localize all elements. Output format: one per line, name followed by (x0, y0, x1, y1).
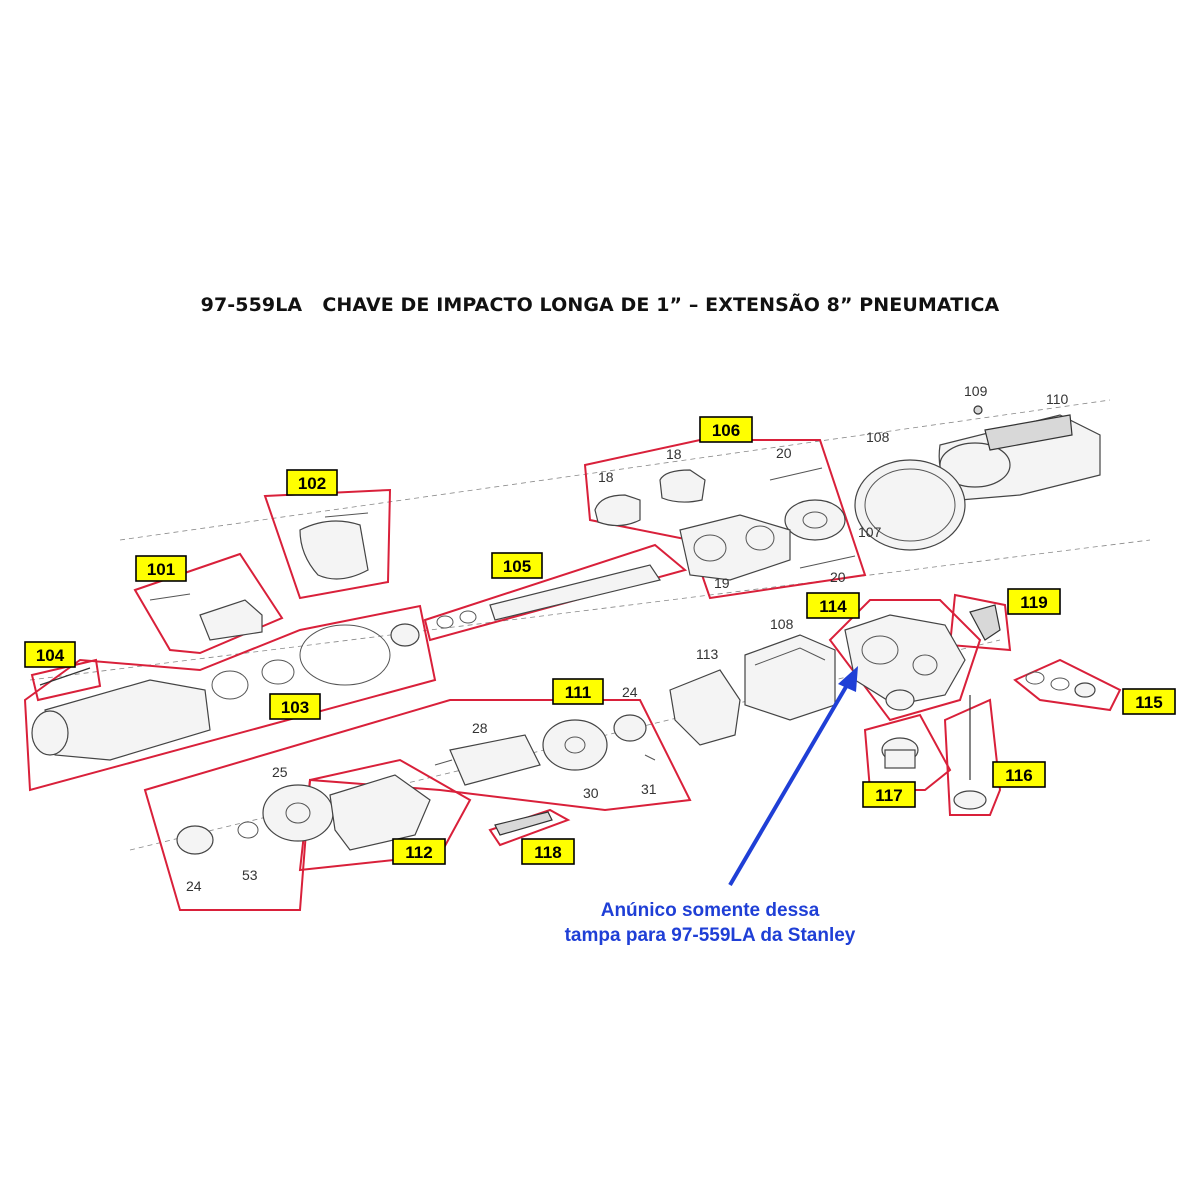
group-outline-114 (828, 599, 982, 722)
callout-114: 114 (806, 592, 860, 619)
svg-text:116: 116 (1005, 766, 1032, 785)
part-label-28: 28 (472, 720, 488, 736)
part-28-rotor (434, 734, 541, 786)
part-119-lever (969, 604, 1001, 641)
part-label-108a: 108 (866, 429, 890, 445)
part-115-seals (1025, 671, 1096, 698)
svg-text:114: 114 (819, 597, 847, 616)
group-outline-103 (23, 604, 437, 792)
group-outline-112 (298, 758, 472, 872)
part-label-18a: 18 (598, 469, 614, 485)
part-label-19: 19 (714, 575, 730, 591)
callout-111: 111 (552, 678, 604, 705)
group-outline-115 (1013, 658, 1122, 712)
part-label-24b: 24 (186, 878, 202, 894)
part-103-front-housing (31, 623, 420, 761)
callout-118: 118 (521, 838, 575, 865)
part-20-pin-top (769, 467, 823, 481)
part-117-regulator (881, 689, 919, 769)
part-label-24a: 24 (622, 684, 638, 700)
svg-text:103: 103 (281, 698, 309, 717)
part-label-31: 31 (641, 781, 657, 797)
part-label-25: 25 (272, 764, 288, 780)
part-108-lower-housing (744, 634, 836, 721)
group-outline-102 (263, 488, 392, 600)
part-label-110: 110 (1046, 391, 1069, 407)
part-105-shaft (436, 564, 661, 629)
part-31-pin (644, 754, 656, 761)
svg-text:102: 102 (298, 474, 326, 493)
annotation-note: Anúnico somente dessa tampa para 97-559L… (490, 898, 930, 948)
svg-text:117: 117 (875, 786, 902, 805)
callout-101: 101 (135, 555, 187, 582)
part-107-washer (784, 499, 846, 541)
group-outline-105 (423, 543, 688, 642)
part-112-cylinder (329, 774, 431, 851)
part-108-ring-inner (864, 468, 956, 542)
part-20-pin-bottom (799, 555, 856, 569)
part-108-ring (854, 459, 966, 551)
part-label-20b: 20 (830, 569, 846, 585)
part-30-end-plate-hole (564, 736, 586, 754)
part-114-cover (844, 614, 966, 706)
svg-text:112: 112 (405, 843, 432, 862)
part-18-left (594, 494, 641, 527)
part-18-right (659, 469, 706, 503)
part-109-screw (973, 405, 983, 415)
callout-117: 117 (862, 781, 916, 808)
part-102-handle (299, 520, 369, 580)
svg-text:119: 119 (1020, 593, 1047, 612)
callout-106: 106 (699, 416, 753, 443)
part-113-gasket (669, 669, 741, 746)
part-label-53: 53 (242, 867, 258, 883)
page-title: 97-559LA CHAVE DE IMPACTO LONGA DE 1” – … (200, 294, 1000, 316)
part-label-108b: 108 (770, 616, 794, 632)
callout-119: 119 (1007, 588, 1061, 615)
group-outline-111 (143, 699, 692, 911)
svg-text:118: 118 (534, 843, 561, 862)
part-label-113: 113 (696, 646, 719, 662)
part-101-plate (149, 593, 263, 641)
part-116-valve (953, 695, 987, 810)
svg-text:106: 106 (712, 421, 740, 440)
part-label-20a: 20 (776, 445, 792, 461)
svg-text:101: 101 (147, 560, 175, 579)
callout-115: 115 (1122, 688, 1176, 715)
part-24-bearing-left (176, 825, 214, 855)
part-25-end-plate (262, 784, 334, 842)
annotation-note-line2: tampa para 97-559LA da Stanley (564, 925, 856, 946)
part-19-block (679, 514, 791, 581)
part-30-end-plate (542, 719, 608, 771)
part-label-107: 107 (858, 524, 882, 540)
part-107-washer-hole (802, 511, 828, 529)
part-label-109: 109 (964, 383, 988, 399)
assembly-guide-lines (29, 399, 1151, 851)
callout-104: 104 (24, 641, 76, 668)
svg-text:105: 105 (503, 557, 531, 576)
group-outline-116 (943, 698, 1002, 816)
annotation-note-line1: Anúnico somente dessa (600, 900, 820, 921)
svg-text:115: 115 (1135, 693, 1162, 712)
pointer-arrow (728, 666, 858, 887)
part-53-ring (237, 821, 259, 839)
callout-102: 102 (286, 469, 338, 496)
part-25-end-plate-hole (285, 802, 311, 824)
part-24-bearing-right (613, 714, 647, 742)
callout-103: 103 (269, 693, 321, 720)
callout-116: 116 (992, 761, 1046, 788)
callout-105: 105 (491, 552, 543, 579)
callout-112: 112 (392, 838, 446, 865)
part-104-screw (39, 667, 91, 686)
svg-text:111: 111 (565, 683, 592, 702)
part-110-housing (938, 414, 1101, 501)
part-label-30: 30 (583, 785, 599, 801)
part-102-screw (324, 512, 369, 518)
part-118-vane (494, 811, 553, 836)
group-outline-117 (863, 713, 952, 791)
svg-text:104: 104 (36, 646, 65, 665)
part-label-18b: 18 (666, 446, 682, 462)
group-outline-119 (948, 593, 1012, 652)
